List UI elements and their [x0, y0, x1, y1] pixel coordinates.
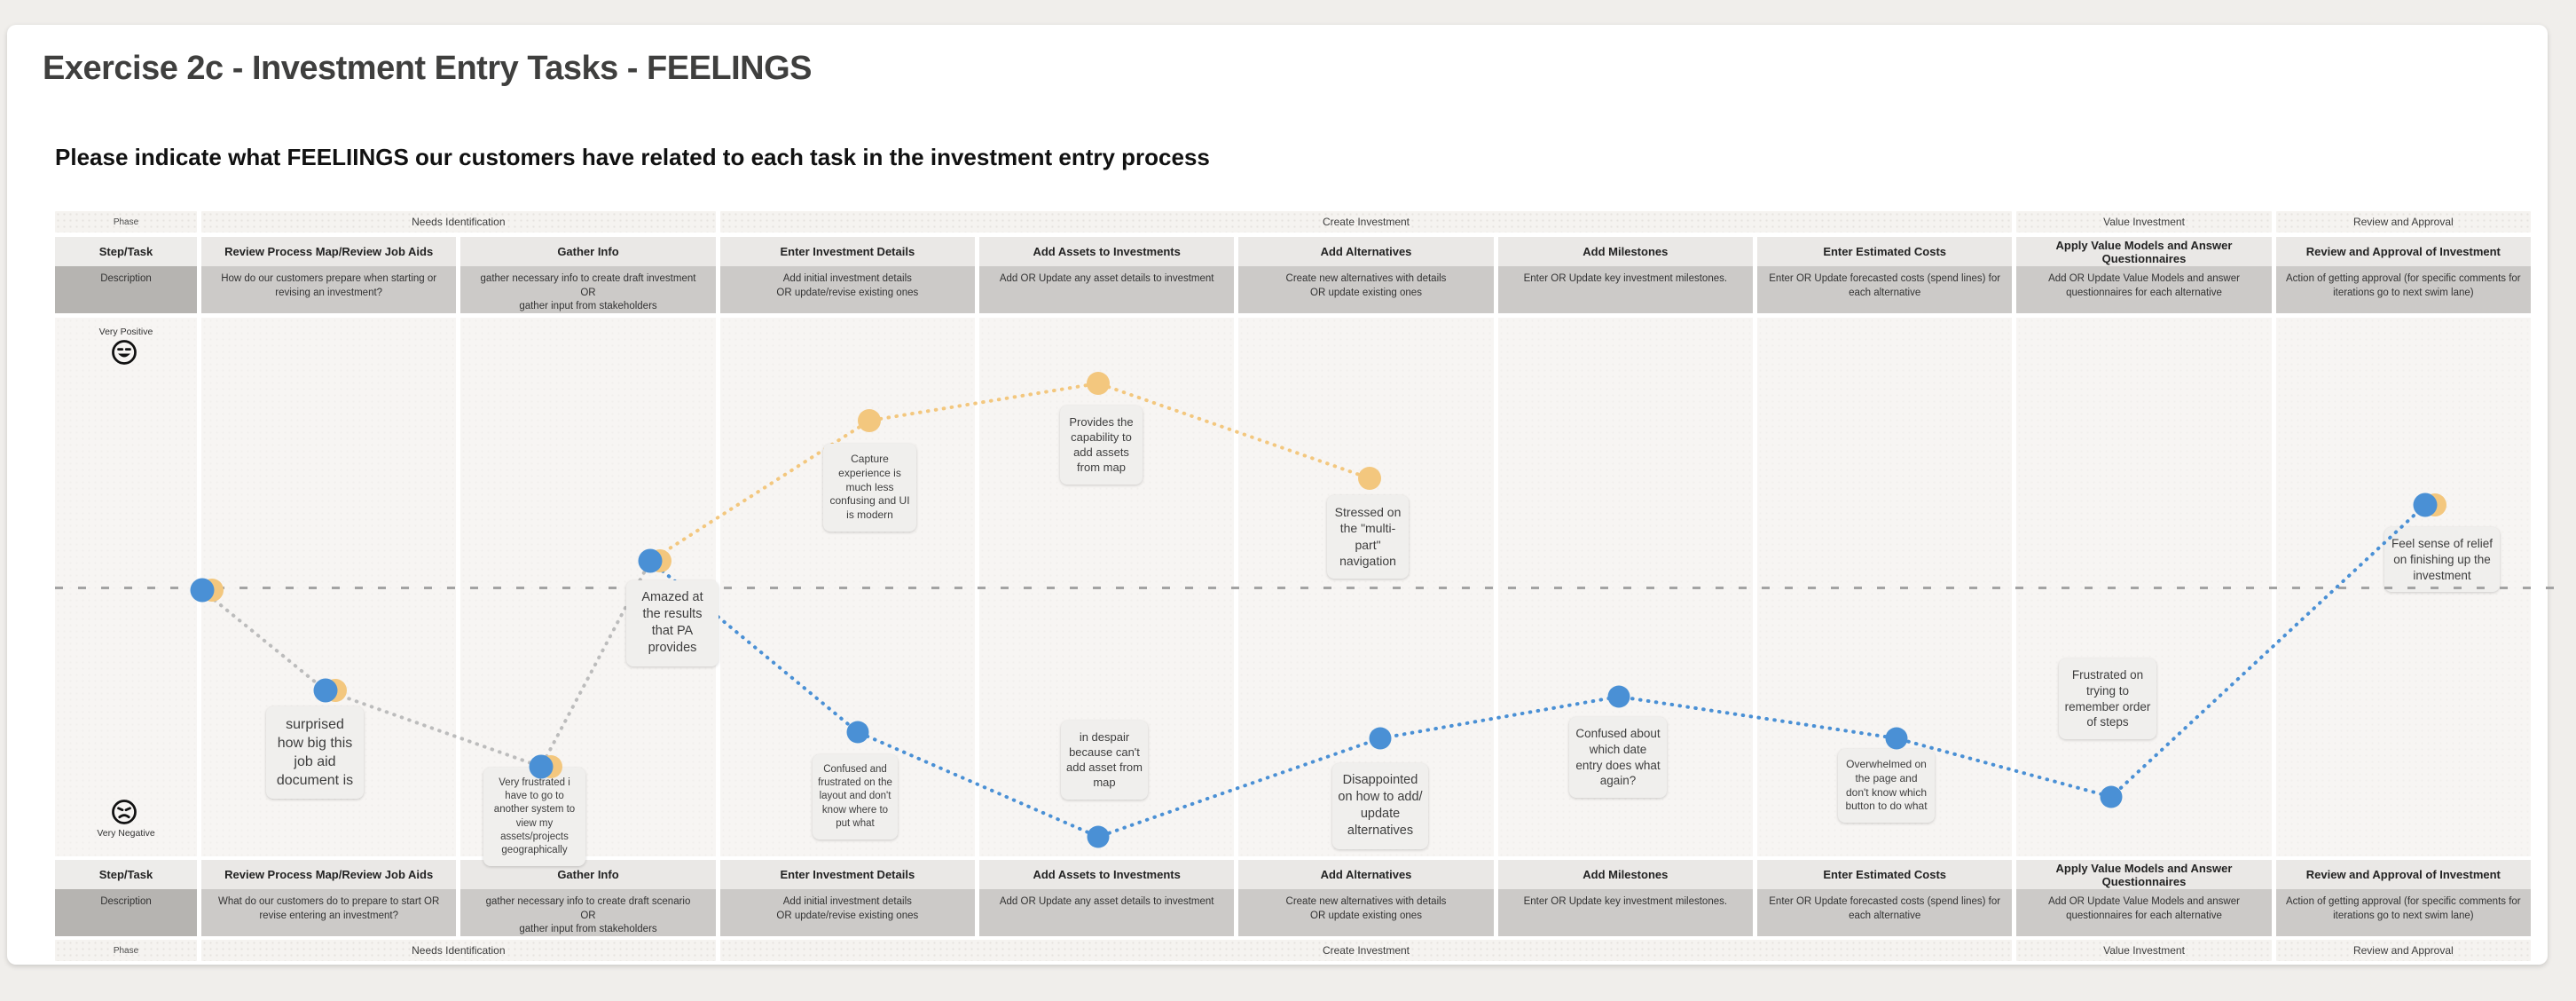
phase-row-top: Phase Needs Identification Create Invest…	[55, 211, 2531, 233]
description-cell[interactable]: Enter OR Update forecasted costs (spend …	[1757, 889, 2013, 936]
task-cell[interactable]: Add Milestones	[1497, 860, 1753, 889]
task-cell[interactable]: Review Process Map/Review Job Aids	[201, 860, 457, 889]
description-cell[interactable]: Create new alternatives with details OR …	[1238, 889, 1494, 936]
phase-cell-value-investment[interactable]: Value Investment	[2016, 211, 2272, 233]
sticky-note[interactable]: Capture experience is much less confusin…	[823, 444, 916, 532]
description-cell[interactable]: Enter OR Update key investment milestone…	[1497, 266, 1753, 313]
phase-cell-value-investment[interactable]: Value Investment	[2016, 940, 2272, 961]
task-cell[interactable]: Gather Info	[460, 237, 716, 266]
feeling-dot-positive[interactable]	[1087, 372, 1110, 395]
description-cell[interactable]: What do our customers do to prepare to s…	[201, 889, 457, 936]
description-cell[interactable]: gather necessary info to create draft sc…	[460, 889, 716, 936]
feeling-dot-negative[interactable]	[2100, 785, 2123, 808]
negative-feelings-line	[648, 503, 2427, 839]
sticky-note[interactable]: Provides the capability to add assets fr…	[1060, 406, 1143, 485]
description-cell[interactable]: Enter OR Update forecasted costs (spend …	[1757, 266, 2013, 313]
sticky-note[interactable]: Feel sense of relief on finishing up the…	[2384, 527, 2500, 593]
shared-feelings-line	[200, 559, 652, 769]
task-cell[interactable]: Review Process Map/Review Job Aids	[201, 237, 457, 266]
task-cell[interactable]: Enter Investment Details	[719, 237, 975, 266]
task-cell[interactable]: Add Assets to Investments	[979, 860, 1235, 889]
sticky-note[interactable]: Amazed at the results that PA provides	[626, 580, 719, 666]
journey-lines	[200, 381, 2427, 839]
phase-row-label[interactable]: Phase	[55, 940, 197, 961]
description-cell[interactable]: Add OR Update Value Models and answer qu…	[2016, 266, 2272, 313]
very-positive-icon	[112, 340, 137, 365]
phase-cell-review-approval[interactable]: Review and Approval	[2275, 940, 2531, 961]
sticky-note[interactable]: surprised how big this job aid document …	[266, 706, 364, 800]
description-cell[interactable]: How do our customers prepare when starti…	[201, 266, 457, 313]
phase-cell-create-investment[interactable]: Create Investment	[719, 211, 2013, 233]
page-subtitle[interactable]: Please indicate what FEELIINGS our custo…	[55, 144, 1210, 170]
journey-map-table: Phase Needs Identification Create Invest…	[55, 211, 2556, 966]
very-negative-label: Very Negative	[97, 828, 155, 839]
sticky-note[interactable]: Confused about which date entry does wha…	[1569, 717, 1667, 799]
phase-row-bottom: Phase Needs Identification Create Invest…	[55, 940, 2531, 961]
task-cell[interactable]: Enter Estimated Costs	[1757, 237, 2013, 266]
description-cell[interactable]: Add OR Update any asset details to inves…	[979, 889, 1235, 936]
description-cell[interactable]: Enter OR Update key investment milestone…	[1497, 889, 1753, 936]
description-row-label[interactable]: Description	[55, 266, 197, 313]
task-cell[interactable]: Apply Value Models and Answer Questionna…	[2016, 237, 2272, 266]
description-cell[interactable]: Add OR Update Value Models and answer qu…	[2016, 889, 2272, 936]
description-row-label[interactable]: Description	[55, 889, 197, 936]
task-description-rows-top: Step/Task Review Process Map/Review Job …	[55, 237, 2531, 313]
sticky-note[interactable]: Stressed on the "multi-part" navigation	[1327, 495, 1409, 579]
phase-cell-create-investment[interactable]: Create Investment	[719, 940, 2013, 961]
journey-dots	[190, 372, 2446, 848]
task-cell[interactable]: Enter Estimated Costs	[1757, 860, 2013, 889]
task-cell[interactable]: Review and Approval of Investment	[2275, 237, 2531, 266]
feelings-chart: Very Positive Very Negative surprised ho…	[55, 318, 2556, 867]
description-cell[interactable]: Add OR Update any asset details to inves…	[979, 266, 1235, 313]
description-cell[interactable]: gather necessary info to create draft in…	[460, 266, 716, 313]
step-task-row-label[interactable]: Step/Task	[55, 237, 197, 266]
sticky-note[interactable]: Overwhelmed on the page and don't know w…	[1838, 749, 1935, 824]
feeling-dot-negative[interactable]	[529, 754, 554, 779]
feeling-dot-negative[interactable]	[846, 721, 869, 744]
feeling-dot-negative[interactable]	[1885, 727, 1908, 750]
description-cell[interactable]: Action of getting approval (for specific…	[2275, 889, 2531, 936]
feeling-dot-positive[interactable]	[858, 409, 881, 432]
task-cell[interactable]: Add Alternatives	[1238, 237, 1494, 266]
task-description-rows-bottom: Step/Task Review Process Map/Review Job …	[55, 860, 2531, 936]
phase-row-label[interactable]: Phase	[55, 211, 197, 233]
feeling-dot-negative[interactable]	[1369, 727, 1392, 750]
phase-cell-needs-identification[interactable]: Needs Identification	[201, 940, 716, 961]
feeling-dot-negative[interactable]	[638, 548, 663, 573]
sticky-note[interactable]: Frustrated on trying to remember order o…	[2059, 658, 2156, 740]
feeling-dot-negative[interactable]	[190, 578, 215, 603]
neutral-midline	[55, 587, 2556, 589]
task-cell[interactable]: Add Assets to Investments	[979, 237, 1235, 266]
description-cell[interactable]: Add initial investment details OR update…	[719, 266, 975, 313]
task-cell[interactable]: Apply Value Models and Answer Questionna…	[2016, 860, 2272, 889]
description-cell[interactable]: Add initial investment details OR update…	[719, 889, 975, 936]
task-cell[interactable]: Add Alternatives	[1238, 860, 1494, 889]
page-title[interactable]: Exercise 2c - Investment Entry Tasks - F…	[43, 50, 813, 87]
sticky-note[interactable]: Very frustrated i have to go to another …	[483, 768, 585, 867]
feeling-dot-negative[interactable]	[1607, 685, 1630, 708]
sticky-note[interactable]: Disappointed on how to add/ update alter…	[1332, 763, 1428, 849]
description-cell[interactable]: Create new alternatives with details OR …	[1238, 266, 1494, 313]
description-cell[interactable]: Action of getting approval (for specific…	[2275, 266, 2531, 313]
sticky-note[interactable]: in despair because can't add asset from …	[1061, 721, 1148, 800]
feeling-dot-positive[interactable]	[1358, 467, 1381, 490]
sticky-note[interactable]: Confused and frustrated on the layout an…	[813, 754, 898, 839]
feeling-dot-negative[interactable]	[1087, 825, 1110, 848]
task-cell[interactable]: Add Milestones	[1497, 237, 1753, 266]
positive-feelings-line	[648, 381, 1371, 563]
very-positive-label: Very Positive	[98, 327, 153, 337]
feeling-dot-negative[interactable]	[2413, 493, 2438, 517]
task-cell[interactable]: Review and Approval of Investment	[2275, 860, 2531, 889]
very-negative-icon	[112, 800, 137, 824]
phase-cell-review-approval[interactable]: Review and Approval	[2275, 211, 2531, 233]
task-cell[interactable]: Enter Investment Details	[719, 860, 975, 889]
step-task-row-label[interactable]: Step/Task	[55, 860, 197, 889]
feeling-dot-negative[interactable]	[313, 678, 338, 703]
phase-cell-needs-identification[interactable]: Needs Identification	[201, 211, 716, 233]
